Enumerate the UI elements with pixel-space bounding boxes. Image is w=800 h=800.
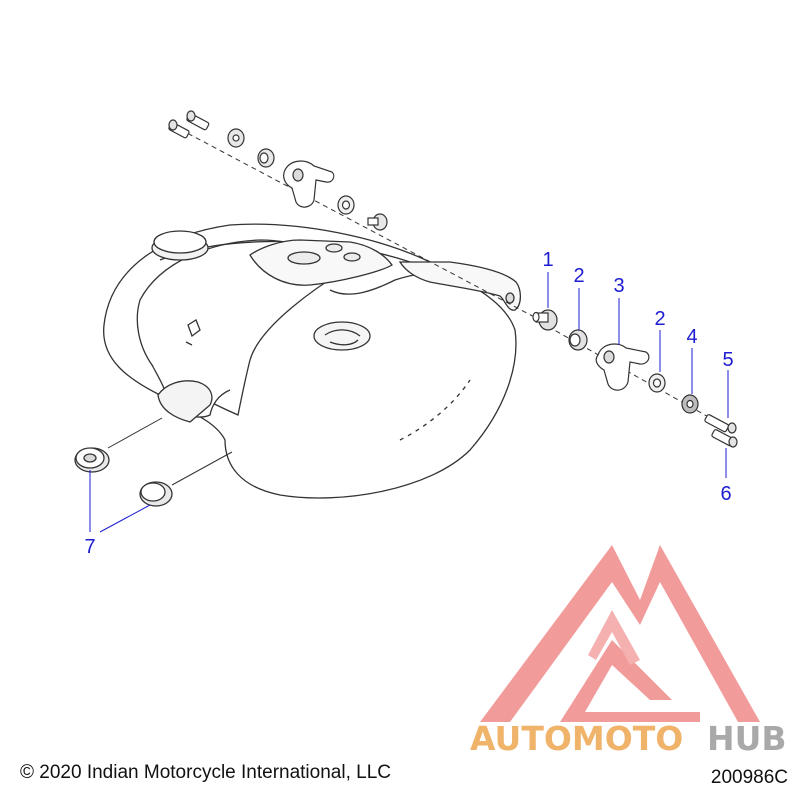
upper-nut <box>367 213 388 231</box>
console-gauge-3 <box>343 252 361 262</box>
tank-dashed-contour <box>399 379 471 441</box>
grommet-left-guide-line <box>107 417 163 449</box>
tank-rear-bracket <box>398 261 522 311</box>
console-gauge-1 <box>287 251 321 265</box>
callout-2a: 2 <box>573 265 584 287</box>
upper-hardware <box>168 110 388 231</box>
lower-assembly-axis <box>539 321 729 429</box>
fuel-tank <box>103 223 522 499</box>
upper-bolt-2 <box>168 119 190 139</box>
part-6-bolt <box>711 429 738 448</box>
part-2-spacer-a <box>568 329 588 351</box>
upper-bolt-1 <box>186 110 210 131</box>
fuel-cap <box>153 230 207 254</box>
upper-spacer <box>257 148 275 168</box>
part-3-mount-bracket <box>595 343 650 391</box>
fuel-tank-console <box>249 239 393 286</box>
grommet-right-guide-line <box>171 451 233 486</box>
leader-lines <box>89 272 729 533</box>
grommet-left <box>74 447 110 473</box>
upper-lock-washer <box>337 195 355 215</box>
upper-bracket-hole <box>292 168 304 182</box>
callout-6: 6 <box>720 483 731 505</box>
diagram-code: 200986C <box>711 767 788 788</box>
watermark-text-hub: HUB <box>707 719 787 758</box>
callout-4: 4 <box>686 326 697 348</box>
watermark-logo <box>480 545 760 722</box>
part-3-bracket-hole <box>603 350 615 364</box>
upper-assembly-axis <box>171 124 541 321</box>
tank-emblem <box>313 321 371 351</box>
part-5-bolt <box>704 414 737 434</box>
watermark-logo-outer-triangle <box>480 545 760 722</box>
fuel-tank-tunnel-cutout <box>157 380 213 423</box>
tank-bracket-hole <box>505 292 515 304</box>
callout-labels: 1 2 3 2 4 5 6 7 <box>84 249 733 558</box>
watermark-logo-inner-notch <box>588 610 640 665</box>
part-4-washer <box>681 394 699 414</box>
upper-washer-hole <box>232 134 240 142</box>
grommet-right <box>139 481 173 507</box>
watermark-logo-inner-g <box>560 640 700 722</box>
grommet-left-hole <box>83 453 97 463</box>
grommet-right-front <box>140 482 166 502</box>
callout-5: 5 <box>722 349 733 371</box>
tank-emblem-detail <box>324 329 361 346</box>
callout-3: 3 <box>613 275 624 297</box>
callout-1: 1 <box>542 249 553 271</box>
watermark-text-automoto: AUTOMOTO <box>470 719 683 758</box>
tank-side-ornament <box>185 319 201 346</box>
copyright-text: © 2020 Indian Motorcycle International, … <box>20 762 391 783</box>
part-1-nut <box>532 309 558 331</box>
part-2-lock-washer-b <box>648 373 666 393</box>
leader-7-right <box>99 504 151 533</box>
lower-hardware <box>532 309 738 448</box>
upper-mount-bracket <box>283 160 335 208</box>
callout-2b: 2 <box>654 308 665 330</box>
callout-7: 7 <box>84 536 95 558</box>
console-gauge-2 <box>325 243 343 253</box>
